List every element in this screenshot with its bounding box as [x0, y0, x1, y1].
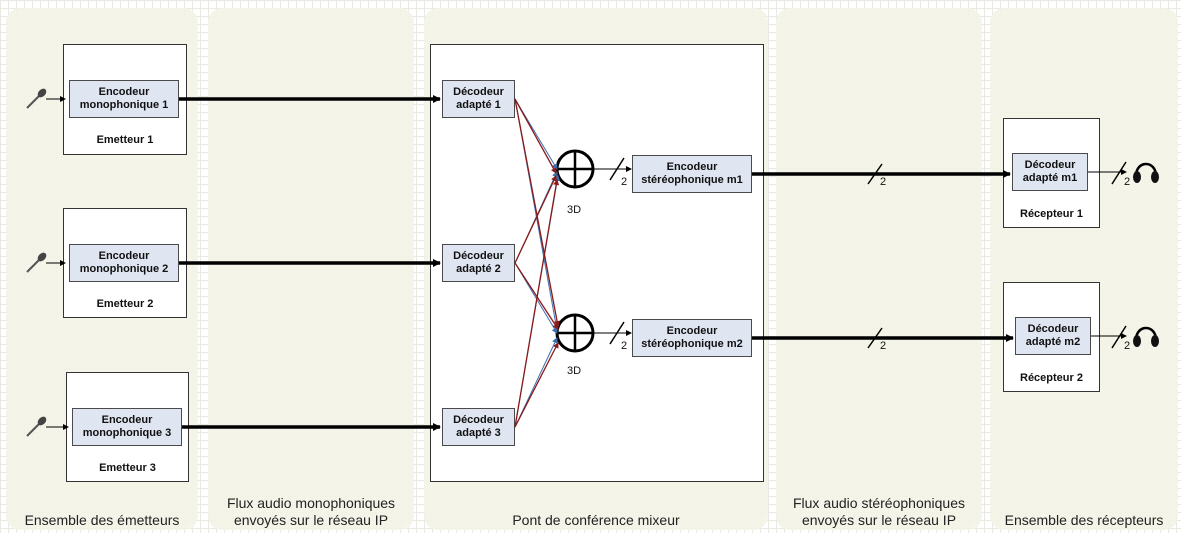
mono-encoder-2-line2: monophonique 2	[79, 263, 169, 275]
slash-mark	[1111, 161, 1127, 185]
red-mix-lines	[514, 98, 561, 428]
receiver-decoder-m2: Décodeur adapté m2	[1015, 317, 1091, 355]
microphone-icon	[26, 252, 66, 273]
mono-encoder-1: Encodeur monophonique 1	[69, 80, 179, 118]
channel-count-network-2: 2	[880, 340, 887, 352]
adapted-decoder-2: Décodeur adapté 2	[442, 244, 515, 282]
emitter-3-caption: Emetteur 3	[99, 462, 156, 474]
microphone-icon	[26, 416, 69, 437]
mono-encoder-3-line1: Encodeur	[101, 414, 153, 426]
receiver-decoder-m2-line1: Décodeur	[1027, 323, 1079, 335]
mixer-2-label: 3D	[567, 365, 582, 377]
channel-count-network-1: 2	[880, 176, 887, 188]
headphones-icon	[1133, 162, 1159, 183]
zone-label-stereo-flow-line1: Flux audio stéréophoniques	[792, 495, 965, 511]
mono-encoder-2-line1: Encodeur	[98, 250, 150, 262]
adapted-decoder-3: Décodeur adapté 3	[442, 408, 515, 446]
sum-circle-icon	[555, 149, 595, 189]
blue-mix-lines	[514, 98, 561, 428]
adapted-decoder-3-line2: adapté 3	[456, 427, 501, 439]
mixer-1-label: 3D	[567, 204, 582, 216]
mono-encoder-2: Encodeur monophonique 2	[69, 244, 179, 282]
receiver-2-caption: Récepteur 2	[1020, 372, 1083, 384]
slash-mark	[609, 321, 625, 345]
mono-encoder-3: Encodeur monophonique 3	[72, 408, 182, 446]
zone-label-stereo-flow-line2: envoyés sur le réseau IP	[801, 512, 957, 528]
panel-mono-flow	[208, 8, 414, 530]
mono-encoder-1-line1: Encodeur	[98, 86, 150, 98]
zone-label-bridge: Pont de conférence mixeur	[512, 512, 680, 528]
channel-count-mixer-1: 2	[621, 176, 628, 188]
slash-mark	[1111, 325, 1127, 349]
adapted-decoder-3-line1: Décodeur	[453, 414, 504, 426]
adapted-decoder-1-line1: Décodeur	[453, 86, 504, 98]
receiver-decoder-m1-line2: adapté m1	[1022, 172, 1078, 184]
slash-mark	[609, 157, 625, 181]
channel-count-headphones-2: 2	[1124, 340, 1131, 352]
channel-count-mixer-2: 2	[621, 340, 628, 352]
stereo-encoder-m2-line2: stéréophonique m2	[641, 338, 743, 350]
adapted-decoder-1-line2: adapté 1	[456, 99, 501, 111]
stereo-encoder-m1-line2: stéréophonique m1	[641, 174, 743, 186]
zone-label-mono-flow-line2: envoyés sur le réseau IP	[233, 512, 389, 528]
stereo-encoder-m1-line1: Encodeur	[666, 161, 718, 173]
sum-circle-icon	[555, 313, 595, 353]
microphone-icon	[26, 88, 66, 109]
receiver-decoder-m2-line2: adapté m2	[1025, 336, 1081, 348]
receiver-1-caption: Récepteur 1	[1020, 208, 1083, 220]
slash-mark	[867, 163, 883, 185]
emitter-2-caption: Emetteur 2	[96, 298, 154, 310]
stereo-encoder-m1: Encodeur stéréophonique m1	[632, 155, 752, 193]
mono-encoder-3-line2: monophonique 3	[82, 427, 172, 439]
zone-label-emitters: Ensemble des émetteurs	[24, 512, 180, 528]
adapted-decoder-1: Décodeur adapté 1	[442, 80, 515, 118]
adapted-decoder-2-line2: adapté 2	[456, 263, 501, 275]
zone-label-stereo-flow: Flux audio stéréophoniques envoyés sur l…	[776, 495, 982, 529]
slash-mark	[867, 327, 883, 349]
panel-stereo-flow	[776, 8, 982, 530]
zone-label-receivers: Ensemble des récepteurs	[1004, 512, 1164, 528]
zone-label-mono-flow-line1: Flux audio monophoniques	[226, 495, 396, 511]
stereo-encoder-m2-line1: Encodeur	[666, 325, 718, 337]
channel-count-headphones-1: 2	[1124, 176, 1131, 188]
zone-label-mono-flow: Flux audio monophoniques envoyés sur le …	[208, 495, 414, 529]
emitter-1-caption: Emetteur 1	[96, 134, 154, 146]
receiver-decoder-m1-line1: Décodeur	[1024, 159, 1076, 171]
adapted-decoder-2-line1: Décodeur	[453, 250, 504, 262]
mono-encoder-1-line2: monophonique 1	[79, 99, 169, 111]
receiver-decoder-m1: Décodeur adapté m1	[1012, 153, 1088, 191]
headphones-icon	[1133, 326, 1159, 347]
stereo-encoder-m2: Encodeur stéréophonique m2	[632, 319, 752, 357]
panel-receivers	[990, 8, 1178, 530]
